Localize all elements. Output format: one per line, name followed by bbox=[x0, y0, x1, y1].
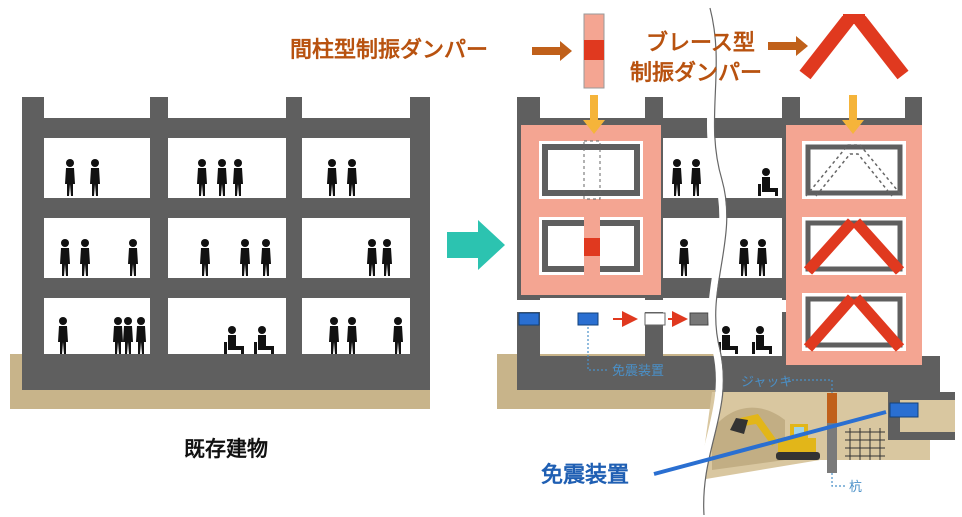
isolator-installed-left bbox=[518, 312, 540, 326]
cutaway-crack-edge bbox=[703, 7, 728, 516]
pointer-isolator-large bbox=[653, 410, 887, 476]
column-damper-dashed bbox=[583, 140, 601, 200]
reinforcement-frame-left bbox=[521, 125, 661, 295]
label-isolator-large: 免震装置 bbox=[541, 462, 629, 488]
isolator-pending-gray bbox=[689, 312, 709, 326]
existing-building bbox=[10, 97, 430, 409]
arrow-to-brace-damper bbox=[768, 36, 808, 56]
brace-damper-floor2 bbox=[803, 218, 905, 275]
jack bbox=[827, 393, 837, 423]
foundation-left bbox=[22, 354, 430, 390]
building-frame-left bbox=[22, 97, 430, 356]
label-brace-damper-1: ブレース型 bbox=[646, 30, 755, 56]
rebar-mesh bbox=[845, 428, 885, 460]
cutaway-crack bbox=[696, 7, 727, 516]
reinforcement-frame-right bbox=[786, 125, 922, 365]
leader-isolator-small bbox=[587, 327, 608, 371]
brace-damper-dashed bbox=[805, 144, 903, 197]
transition-arrow bbox=[447, 220, 505, 270]
retrofitted-building bbox=[497, 97, 955, 480]
existing-building-caption: 既存建物 bbox=[184, 437, 268, 461]
isolator-foundation bbox=[889, 402, 919, 418]
arrow-to-column-damper bbox=[532, 41, 572, 61]
brace-damper-floor1 bbox=[803, 294, 905, 352]
leader-jack bbox=[788, 379, 833, 393]
label-jack: ジャッキ bbox=[741, 375, 792, 390]
label-brace-damper-2: 制振ダンパー bbox=[630, 60, 762, 86]
label-isolator-small: 免震装置 bbox=[612, 364, 664, 379]
brace-damper-illustration bbox=[799, 15, 909, 80]
pile bbox=[827, 423, 837, 473]
arrow-down-column bbox=[583, 95, 605, 134]
arrow-down-brace bbox=[842, 95, 864, 134]
column-damper-core bbox=[584, 238, 600, 256]
column-damper-illustration bbox=[583, 13, 605, 89]
occupants-left bbox=[58, 159, 403, 354]
label-pile: 杭 bbox=[849, 480, 862, 495]
occupants-right bbox=[672, 159, 778, 354]
pit-retaining-wall bbox=[888, 392, 955, 440]
isolator-pending-white bbox=[644, 312, 666, 326]
foundation-right bbox=[517, 356, 717, 390]
label-column-damper: 間柱型制振ダンパー bbox=[290, 37, 488, 63]
leader-pile bbox=[831, 473, 846, 487]
isolator-installed-2 bbox=[577, 312, 599, 326]
